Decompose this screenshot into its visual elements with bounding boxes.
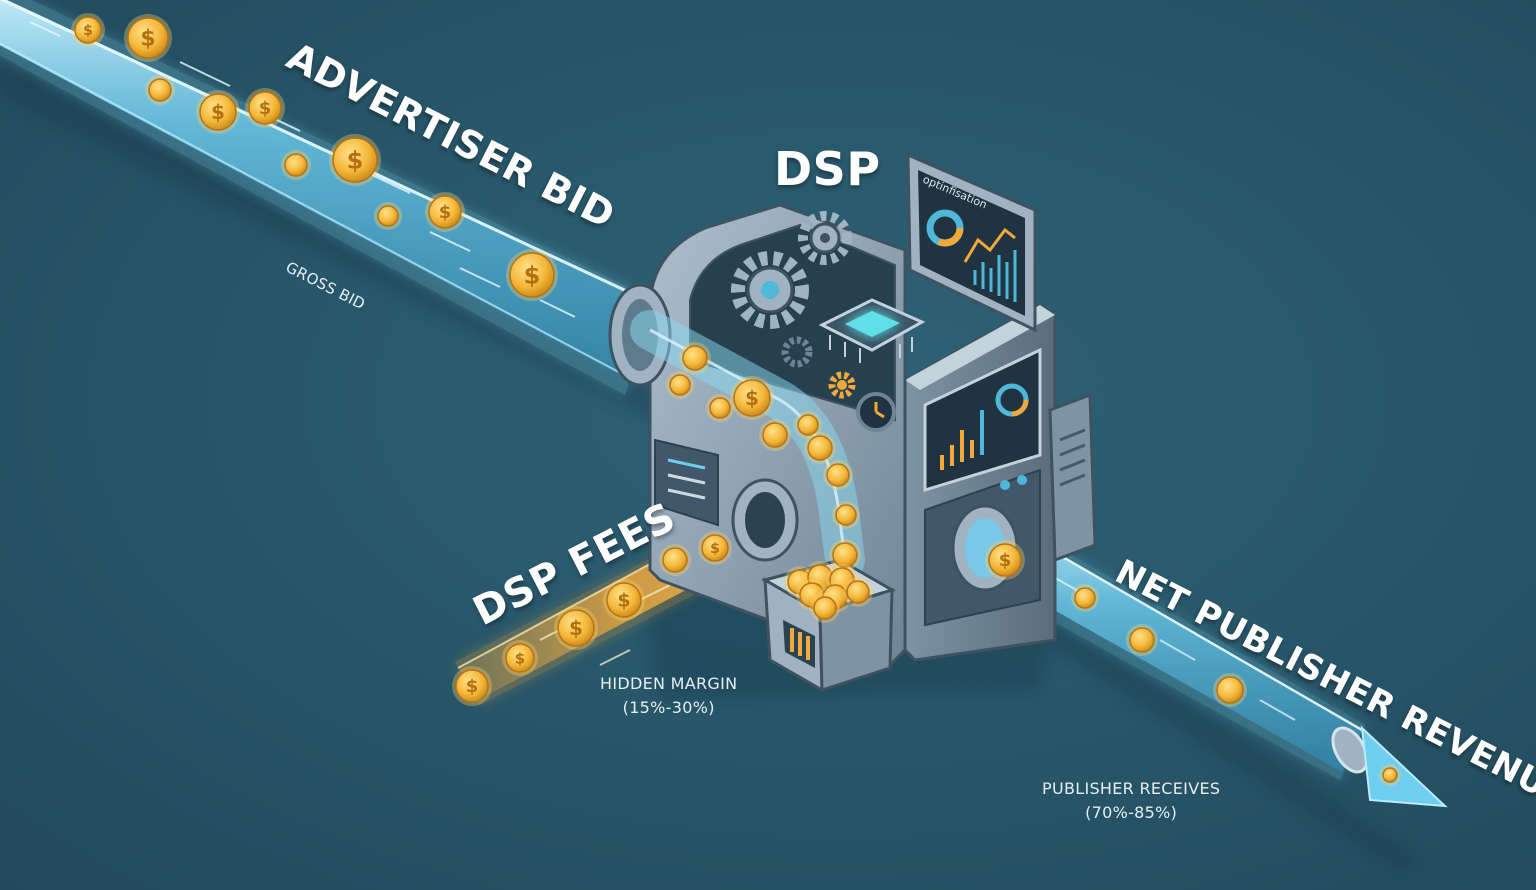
gear-icon	[731, 251, 809, 329]
svg-text:$: $	[140, 27, 155, 52]
svg-text:$: $	[259, 98, 272, 119]
coin-icon	[666, 371, 694, 399]
donut-chart-icon	[926, 209, 964, 247]
hidden-margin-range: (15%-30%)	[622, 698, 715, 717]
coin-icon: $	[506, 249, 558, 301]
svg-text:$: $	[83, 23, 93, 39]
coin-icon	[759, 419, 791, 451]
hidden-margin-note: HIDDEN MARGIN (15%-30%)	[600, 672, 737, 720]
coin-icon: $	[329, 134, 381, 186]
publisher-receives-note: PUBLISHER RECEIVES (70%-85%)	[1042, 777, 1220, 825]
svg-text:$: $	[617, 589, 630, 611]
dsp-title: DSP	[774, 142, 881, 196]
publisher-receives-range: (70%-85%)	[1085, 803, 1178, 822]
analytics-screen	[923, 347, 1042, 493]
svg-text:$: $	[745, 386, 759, 410]
coin-icon	[804, 432, 836, 464]
coin-icon: $	[554, 606, 598, 650]
gear-icon	[798, 211, 852, 265]
coin-icon	[829, 539, 861, 571]
coin-icon	[374, 202, 402, 230]
coin-icon: $	[730, 376, 774, 420]
clock-icon	[856, 392, 896, 432]
svg-text:$: $	[515, 649, 525, 667]
publisher-receives-label: PUBLISHER RECEIVES	[1042, 779, 1221, 798]
coin-icon: $	[245, 88, 285, 128]
bar-chart-icon	[940, 430, 974, 470]
coin-icon	[281, 150, 311, 180]
coin-icon	[843, 577, 873, 607]
coin-icon: $	[425, 192, 465, 232]
coin-icon: $	[452, 666, 492, 706]
svg-text:$: $	[710, 541, 720, 557]
optimisation-monitor	[906, 152, 1037, 333]
coin-icon	[679, 342, 711, 374]
coin-icon	[823, 460, 853, 490]
svg-text:$: $	[569, 616, 583, 640]
net-publisher-stream	[960, 505, 1448, 808]
svg-text:$: $	[211, 100, 225, 124]
coin-icon: $	[985, 540, 1025, 580]
svg-text:$: $	[439, 202, 452, 223]
coin-icon	[1379, 764, 1401, 786]
arrow-right-icon	[1360, 725, 1448, 808]
coin-icon	[706, 394, 734, 422]
coin-icon	[1213, 673, 1247, 707]
dsp-machine	[608, 152, 1097, 693]
coin-icon: $	[603, 579, 645, 621]
coin-icon: $	[71, 13, 105, 47]
svg-text:$: $	[347, 146, 364, 174]
coin-icon	[794, 411, 822, 439]
coin-icon	[832, 501, 860, 529]
coin-icon: $	[502, 640, 538, 676]
coin-icon	[145, 75, 175, 105]
coin-icon: $	[124, 14, 172, 62]
svg-text:$: $	[466, 676, 479, 697]
coin-icon: $	[698, 531, 732, 565]
bar-chart-icon	[973, 250, 1017, 302]
svg-text:$: $	[999, 550, 1012, 571]
gear-icon	[828, 371, 856, 399]
coin-icon	[659, 544, 691, 576]
coin-icon	[1071, 584, 1099, 612]
coin-icon: $	[196, 90, 240, 134]
chip-icon	[818, 298, 926, 363]
gear-icon	[781, 336, 813, 368]
coin-icon	[810, 593, 840, 623]
coin-layer: $ $ $ $ $ $ $ $ $ $ $ $ $ $	[71, 13, 1401, 786]
coin-icon	[1126, 624, 1158, 656]
svg-text:$: $	[524, 261, 541, 289]
hidden-margin-label: HIDDEN MARGIN	[600, 674, 738, 693]
